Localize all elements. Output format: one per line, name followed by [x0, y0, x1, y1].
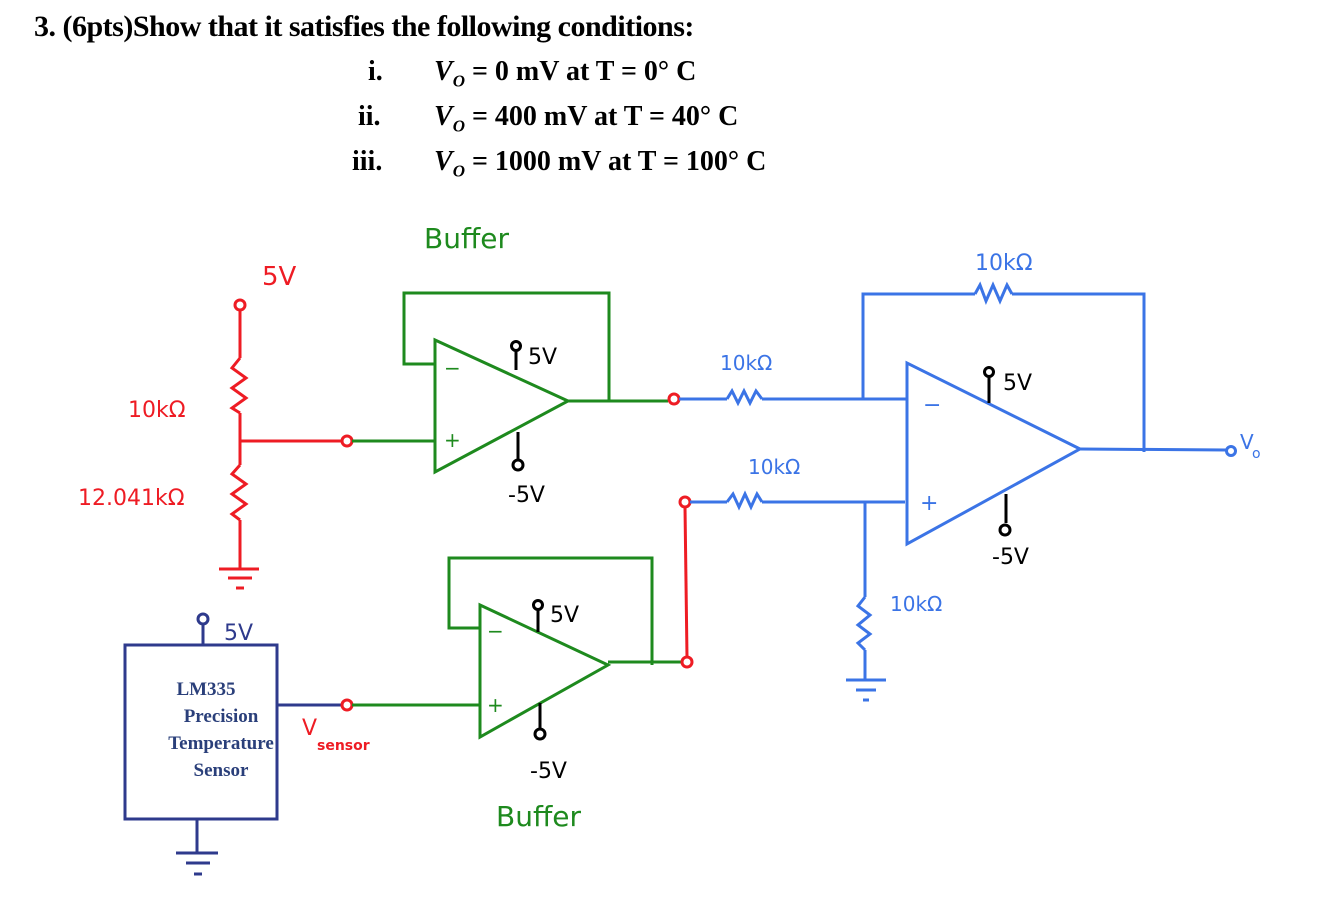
vplus-terminal — [983, 366, 995, 378]
condition-3: VO = 1000 mV at T = 100° C — [434, 146, 766, 182]
vo-subscript: O — [452, 116, 465, 136]
red-link-wire — [683, 506, 689, 658]
resistor-ground-label: 10kΩ — [890, 592, 942, 616]
buffer-bottom — [352, 556, 683, 740]
resistor-feedback — [973, 281, 1014, 305]
plus-sign: + — [920, 491, 938, 516]
vminus-terminal — [533, 727, 547, 741]
vplus-terminal — [532, 599, 544, 611]
buffer-top-output-node — [667, 392, 681, 406]
sensor-text-line: Precision — [184, 706, 259, 727]
buffer-top-supply — [510, 340, 525, 472]
sensor — [123, 612, 342, 876]
plus-sign: + — [487, 693, 504, 717]
buffer-bottom-link — [667, 392, 694, 669]
divider-supply-label: 5V — [262, 262, 297, 292]
diffamp-supply — [983, 366, 1012, 537]
sensor-box — [123, 643, 279, 821]
condition-2-value: = 400 mV at T = 40° C — [471, 101, 739, 132]
feedback-wire-left — [861, 292, 975, 399]
vo-symbol: V — [434, 56, 453, 87]
feedback-wire-right — [1012, 292, 1146, 452]
vo-subscript: o — [1252, 446, 1261, 462]
resistor-top — [229, 357, 249, 415]
buffer-top-vminus-label: -5V — [508, 483, 545, 508]
resistor-in-minus-label: 10kΩ — [720, 351, 772, 375]
condition-2: VO = 400 mV at T = 40° C — [434, 101, 738, 137]
sensor-output-node — [340, 698, 354, 712]
diffamp-vminus-label: -5V — [992, 545, 1029, 570]
sensor-text-line: LM335 — [176, 679, 235, 700]
voltage-divider — [219, 298, 354, 590]
divider-supply-terminal — [233, 298, 247, 312]
opamp-top-triangle — [433, 337, 572, 475]
resistor-in-minus — [725, 387, 764, 407]
vplus-terminal — [510, 340, 522, 352]
divider-output-node — [340, 434, 354, 448]
opamp-diff-triangle — [905, 360, 1084, 547]
opamp-bottom-triangle — [478, 602, 612, 740]
output-wire — [1079, 447, 1227, 452]
buffer-bottom-label: Buffer — [496, 800, 581, 833]
resistor-in-plus — [725, 490, 764, 511]
resistor-bottom — [229, 464, 249, 522]
diffamp-vplus-label: 5V — [1003, 371, 1032, 396]
condition-1-value: = 0 mV at T = 0° C — [471, 56, 697, 87]
buffer-top-vplus-label: 5V — [528, 345, 557, 370]
minus-sign: − — [444, 356, 461, 380]
buffer-bottom-vplus-label: 5V — [550, 603, 579, 628]
buffer-bottom-output-node — [680, 655, 694, 669]
minus-sign: − — [923, 393, 941, 418]
resistor-in-plus-label: 10kΩ — [748, 455, 800, 479]
condition-1: VO = 0 mV at T = 0° C — [434, 56, 696, 92]
resistor-feedback-label: 10kΩ — [975, 251, 1033, 276]
buffer-bottom-vminus-label: -5V — [530, 759, 567, 784]
vo-symbol: V — [434, 146, 453, 177]
condition-1-number: i. — [368, 56, 383, 87]
diffamp-plus-input-node — [678, 495, 692, 509]
sensor-supply-terminal — [196, 612, 210, 626]
minus-sign: − — [487, 619, 504, 643]
vsensor-label: V — [302, 716, 317, 741]
buffer-bottom-supply — [532, 599, 547, 741]
feedback-wire — [447, 556, 654, 665]
vminus-terminal — [511, 458, 525, 472]
vo-subscript: O — [452, 161, 465, 181]
feedback-wire — [402, 291, 611, 400]
vminus-terminal — [998, 523, 1012, 537]
resistor-ground — [855, 596, 873, 652]
condition-2-number: ii. — [358, 101, 381, 132]
sensor-text-line: Sensor — [194, 760, 249, 781]
sensor-supply-label: 5V — [224, 621, 253, 646]
sensor-text-line: Temperature — [168, 733, 274, 754]
question-title: 3. (6pts)Show that it satisfies the foll… — [34, 10, 694, 43]
resistor-top-label: 10kΩ — [128, 398, 186, 423]
vsensor-subscript: sensor — [317, 738, 370, 754]
buffer-top-label: Buffer — [424, 222, 509, 255]
plus-sign: + — [444, 428, 461, 452]
condition-3-value: = 1000 mV at T = 100° C — [471, 146, 767, 177]
vo-subscript: O — [452, 71, 465, 91]
resistor-bottom-label: 12.041kΩ — [78, 486, 185, 511]
difference-amplifier — [679, 281, 1237, 702]
vo-terminal — [1225, 445, 1237, 457]
buffer-top — [352, 291, 668, 475]
vo-symbol: V — [434, 101, 453, 132]
vo-label: V — [1240, 430, 1254, 454]
condition-3-number: iii. — [352, 146, 383, 177]
